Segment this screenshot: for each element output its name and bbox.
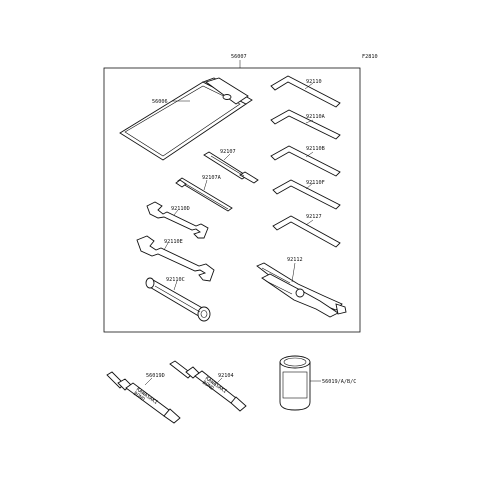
figure-code: F2810 — [362, 54, 378, 60]
label-hex-key-3: 92110B — [306, 146, 325, 152]
open-end-wrench-1: 92110D — [146, 201, 209, 239]
screwdriver-2: 92107A — [175, 175, 233, 212]
label-open-end-wrench-1: 92110D — [171, 206, 190, 212]
label-box-wrench: 92110C — [166, 277, 185, 283]
hex-key-3: 92110B — [270, 145, 341, 177]
label-hex-key-4: 92110F — [306, 180, 325, 186]
grease-can: 56019/A/B/C — [279, 355, 356, 411]
label-grease-can: 56019/A/B/C — [322, 379, 356, 385]
label-open-end-wrench-2: 92110E — [164, 239, 183, 245]
label-bond-tube-2: 92104 — [218, 373, 234, 379]
box-wrench: 92110C — [145, 277, 211, 322]
label-bond-tube-1: 56019D — [146, 373, 165, 379]
tool-kit-box: 56007 — [103, 54, 361, 333]
label-tool-kit: 56007 — [231, 54, 247, 60]
label-hex-key-1: 92110 — [306, 79, 322, 85]
label-screwdriver-1: 92107 — [220, 149, 236, 155]
hex-key-2: 92110A — [270, 109, 341, 140]
bond-tube-2: KAWASAKIBOND 92104 — [169, 360, 247, 412]
label-pliers: 92112 — [287, 257, 303, 263]
bond-tube-1: KAWASAKIBOND 56019D — [106, 371, 181, 424]
label-hex-key-5: 92127 — [306, 214, 322, 220]
open-end-wrench-2: 92110E — [136, 235, 215, 282]
pliers: 92112 — [256, 257, 347, 318]
hex-key-5: 92127 — [272, 214, 341, 248]
label-screwdriver-2: 92107A — [202, 175, 222, 181]
label-hex-key-2: 92110A — [306, 114, 326, 120]
screwdriver-1: 92107 — [203, 149, 259, 184]
hex-key-1: 92110 — [270, 75, 341, 108]
label-tool-bag: 56006 — [152, 99, 168, 105]
hex-key-4: 92110F — [272, 179, 341, 210]
tool-bag: 56006 — [119, 77, 253, 161]
